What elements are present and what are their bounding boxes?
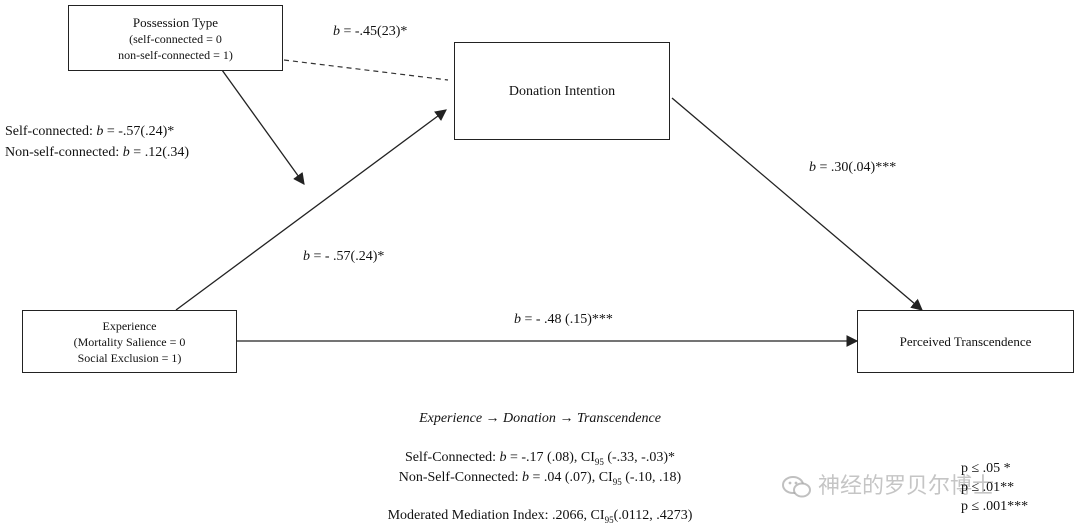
coef-moderator-nonself: Non-self-connected: b = .12(.34) <box>5 145 190 160</box>
arrow-possession-moderator <box>221 69 305 185</box>
perceived-transcendence-box: Perceived Transcendence <box>857 310 1074 373</box>
arrow-experience-to-donation <box>175 109 447 311</box>
perceived-transcendence-title: Perceived Transcendence <box>899 334 1032 349</box>
coef-possession-donation: b = -.45(23)* <box>333 24 408 39</box>
experience-line2: (Mortality Salience = 0 <box>73 334 186 349</box>
watermark: 神经的罗贝尔博士 <box>782 468 994 500</box>
possession-type-line3: non-self-connected = 1) <box>118 47 233 62</box>
donation-intention-title: Donation Intention <box>508 83 616 99</box>
possession-type-box: Possession Type (self-connected = 0 non-… <box>68 5 283 71</box>
sig-p001: p ≤ .001*** <box>961 499 1029 514</box>
experience-line3: Social Exclusion = 1) <box>77 350 182 365</box>
moderated-mediation-index: Moderated Mediation Index: .2066, CI95(.… <box>387 508 693 525</box>
dashed-possession-to-donation <box>283 59 449 81</box>
coef-experience-donation: b = - .57(.24)* <box>303 249 385 264</box>
indirect-heading: Experience → Donation → Transcendence <box>419 411 661 426</box>
coef-experience-transcendence: b = - .48 (.15)*** <box>514 312 613 327</box>
donation-intention-box: Donation Intention <box>454 42 670 140</box>
possession-type-title: Possession Type <box>132 14 219 30</box>
indirect-nonself: Non-Self-Connected: b = .04 (.07), CI95 … <box>398 470 682 487</box>
indirect-self: Self-Connected: b = -.17 (.08), CI95 (-.… <box>404 450 676 467</box>
arrow-right-icon: → <box>485 411 500 426</box>
coef-donation-transcendence: b = .30(.04)*** <box>809 160 897 175</box>
experience-title: Experience <box>102 318 157 333</box>
sig-p01: p ≤ .01** <box>961 480 1015 495</box>
possession-type-line2: (self-connected = 0 <box>129 31 222 46</box>
sig-p05: p ≤ .05 * <box>961 461 1011 476</box>
wechat-icon <box>782 476 811 498</box>
arrow-right-icon: → <box>559 411 574 426</box>
experience-box: Experience (Mortality Salience = 0 Socia… <box>22 310 237 373</box>
coef-moderator-self: Self-connected: b = -.57(.24)* <box>5 124 175 139</box>
arrow-donation-to-transcendence <box>671 97 923 311</box>
